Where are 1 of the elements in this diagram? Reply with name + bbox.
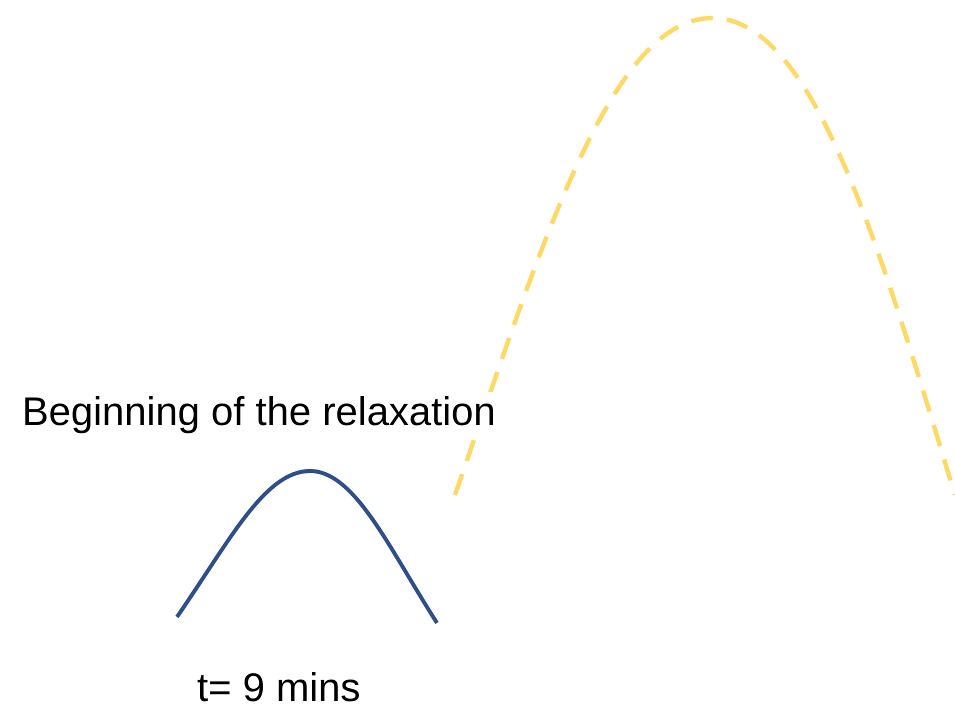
annotation-text: Beginning of the relaxation: [22, 392, 496, 432]
